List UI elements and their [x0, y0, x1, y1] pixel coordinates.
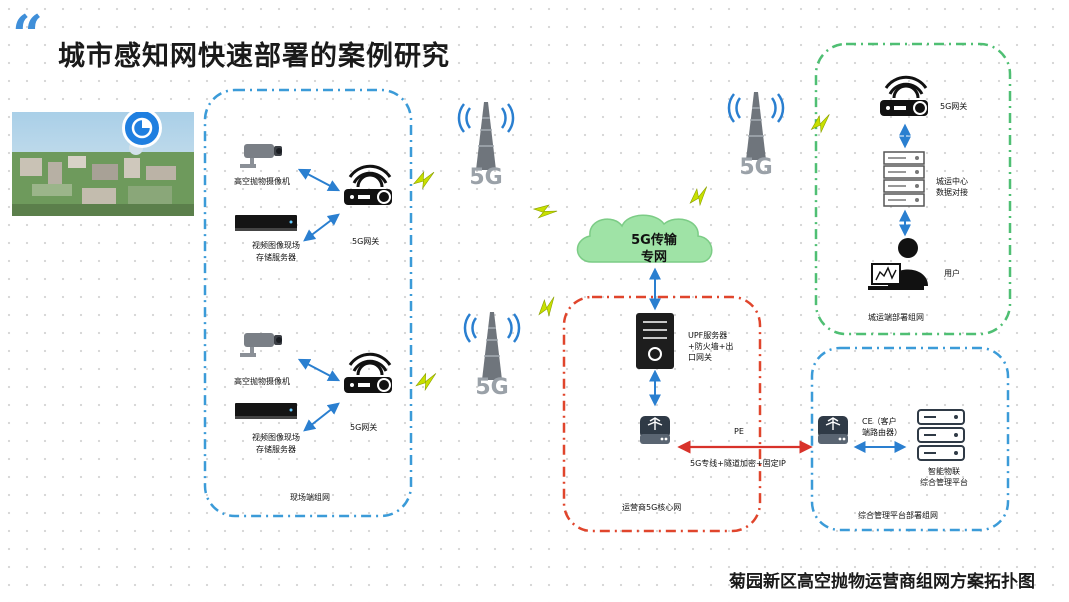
pe-label: PE [734, 427, 744, 436]
core-network-caption: 运营商5G核心网 [622, 503, 682, 512]
wireless-link-icon [685, 184, 714, 209]
upf-label: UPF服务器+防火墙+出口网关 [688, 331, 734, 362]
iot-platform-label: 智能物联综合管理平台 [920, 467, 968, 487]
wireless-link-icon [413, 371, 440, 392]
gateway-router-icon [878, 75, 930, 118]
storage-server-label: 视频图像现场存储服务器 [252, 241, 300, 262]
storage-server-icon [235, 403, 297, 419]
camera-icon [240, 144, 282, 168]
gateway-router-icon [342, 164, 394, 207]
city-photo [12, 112, 194, 216]
site-network-box [203, 88, 413, 518]
city-network-caption: 城运端部署组网 [868, 313, 924, 322]
tower-5g-icon [457, 100, 515, 172]
user-workstation-icon [868, 238, 928, 290]
camera-label: 高空抛物摄像机 [234, 177, 290, 186]
wireless-link-icon [533, 294, 562, 321]
ce-label: CE（客户端路由器） [862, 417, 902, 437]
platform-network-caption: 综合管理平台部署组网 [858, 511, 938, 520]
tower-5g-icon [727, 90, 785, 162]
storage-server-icon [235, 215, 297, 231]
core-network-box [562, 295, 762, 533]
cloud-icon [576, 214, 713, 263]
cloud-label: 5G传输专网 [631, 233, 677, 265]
storage-server-label: 视频图像现场存储服务器 [252, 433, 300, 454]
quote-mark-icon: “ [12, 3, 44, 67]
wireless-link-icon [411, 169, 437, 191]
platform-network-box [810, 346, 1010, 532]
gateway-label: 5G网关 [350, 423, 378, 432]
link-description: 5G专线+隧道加密+固定IP [690, 459, 786, 468]
iot-server-icon [917, 409, 965, 461]
site-network-caption: 现场端组网 [290, 493, 330, 502]
gateway-label: 5G网关 [940, 102, 968, 111]
data-center-label: 城运中心数据对接 [936, 177, 968, 197]
pe-router-icon [639, 415, 671, 445]
ce-router-icon [817, 415, 849, 445]
tower-5g-label: 5G [469, 165, 502, 190]
tower-5g-label: 5G [739, 155, 772, 180]
gateway-label: 5G网关 [352, 237, 380, 246]
tower-5g-label: 5G [475, 375, 508, 400]
gateway-router-icon [342, 352, 394, 395]
wireless-link-icon [530, 199, 559, 225]
page-title: 城市感知网快速部署的案例研究 [58, 41, 450, 72]
upf-server-icon [636, 313, 674, 369]
chart-badge-icon [122, 112, 162, 148]
diagram-caption: 菊园新区高空抛物运营商组网方案拓扑图 [729, 572, 1035, 592]
camera-label: 高空抛物摄像机 [234, 377, 290, 386]
city-aerial-image [12, 112, 194, 216]
wireless-link-icon [807, 112, 835, 136]
user-label: 用户 [944, 269, 960, 278]
city-network-box [814, 42, 1012, 336]
tower-5g-icon [463, 310, 521, 382]
camera-icon [240, 333, 282, 357]
data-center-icon [883, 151, 925, 207]
